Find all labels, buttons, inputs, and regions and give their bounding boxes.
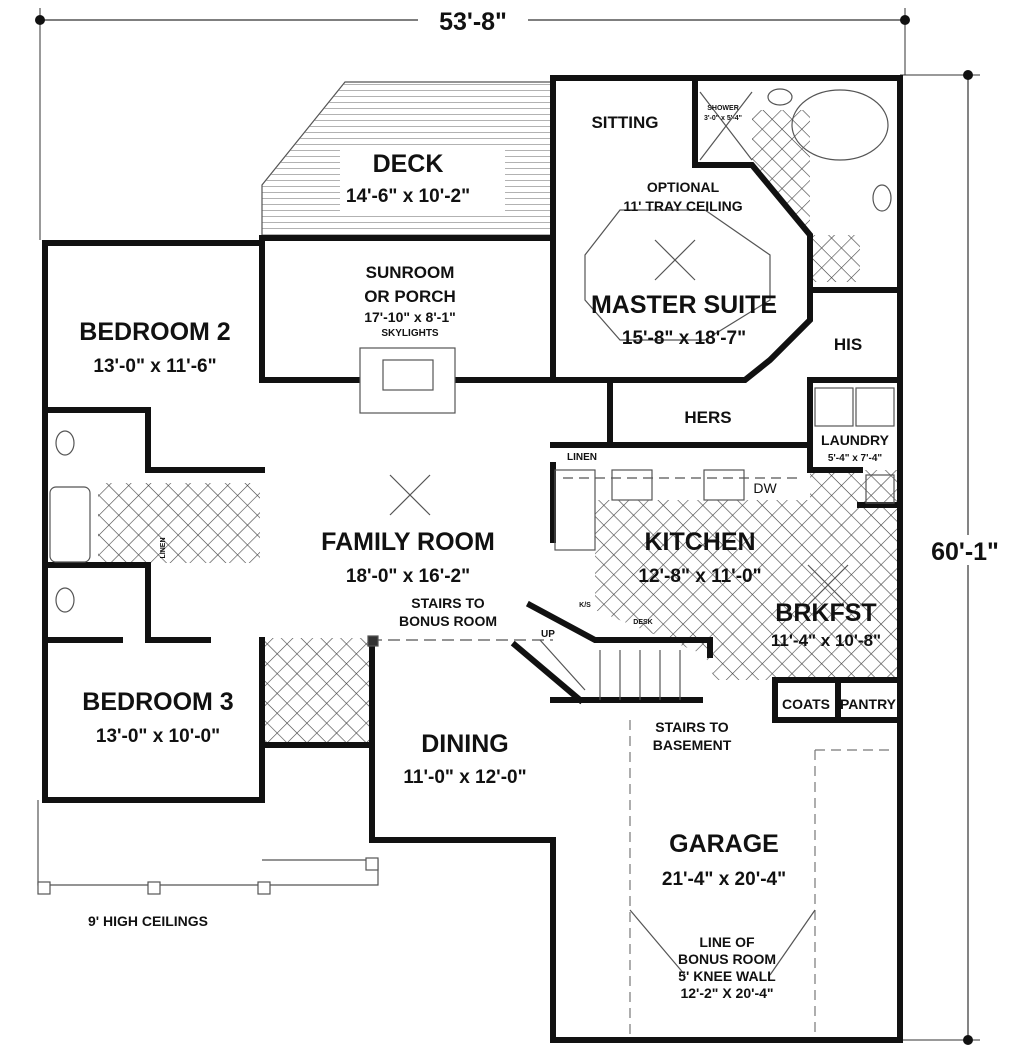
room-labels: DECK 14'-6" x 10'-2" SUNROOM OR PORCH 17… <box>79 105 896 1001</box>
front-porch <box>37 800 379 895</box>
stairs-basement-line-2: BASEMENT <box>653 737 732 753</box>
deck-name: DECK <box>373 150 444 178</box>
bonus-note-4: 12'-2" X 20'-4" <box>680 985 773 1001</box>
family-size: 18'-0" x 16'-2" <box>346 566 470 587</box>
laundry-name: LAUNDRY <box>821 432 890 448</box>
bonus-note-3: 5' KNEE WALL <box>678 968 776 984</box>
bonus-note-2: BONUS ROOM <box>678 951 776 967</box>
stairs-bonus-line-2: BONUS ROOM <box>399 613 497 629</box>
coats-label: COATS <box>782 696 830 712</box>
bedroom3-name: BEDROOM 3 <box>82 688 233 716</box>
bathtub-icon <box>49 486 91 563</box>
width-label: 53'-8" <box>439 8 507 36</box>
hall-linen-label: LINEN <box>567 452 597 463</box>
kitchen-name: KITCHEN <box>644 528 755 556</box>
bedroom2-size: 13'-0" x 11'-6" <box>93 356 216 377</box>
depth-dimension: 60'-1" <box>900 70 1024 1045</box>
ks-label: K/S <box>579 602 591 609</box>
family-name: FAMILY ROOM <box>321 528 495 556</box>
his-name: HIS <box>834 335 862 354</box>
sink-icon <box>872 184 892 212</box>
stove-icon <box>611 469 653 501</box>
sitting-name: SITTING <box>591 113 658 132</box>
hers-name: HERS <box>684 408 731 427</box>
bedroom2-name: BEDROOM 2 <box>79 318 230 346</box>
depth-label: 60'-1" <box>931 538 999 566</box>
master-size: 15'-8" x 18'-7" <box>622 328 746 349</box>
sunroom-note: SKYLIGHTS <box>381 328 439 339</box>
deck-size: 14'-6" x 10'-2" <box>346 186 470 207</box>
fixtures <box>49 88 895 1035</box>
master-name: MASTER SUITE <box>591 291 777 319</box>
sunroom-name-2: OR PORCH <box>364 287 456 306</box>
dining-name: DINING <box>421 730 509 758</box>
bath-linen-label: LINEN <box>160 538 167 559</box>
bathtub-icon <box>791 89 889 161</box>
walls <box>42 75 903 1043</box>
laundry-size: 5'-4" x 7'-4" <box>828 453 883 464</box>
kitchen-size: 12'-8" x 11'-0" <box>638 566 761 587</box>
tray-line-2: 11' TRAY CEILING <box>623 198 742 214</box>
dining-size: 11'-0" x 12'-0" <box>403 767 526 788</box>
brkfst-name: BRKFST <box>775 599 876 627</box>
ceiling-fan-icon <box>807 564 849 606</box>
sink-icon <box>767 88 793 106</box>
ceiling-height-note: 9' HIGH CEILINGS <box>88 913 208 929</box>
shower-size: 3'-0" x 5'-4" <box>704 115 742 122</box>
sunroom-name: SUNROOM <box>366 263 455 282</box>
bedroom3-size: 13'-0" x 10'-0" <box>96 726 220 747</box>
sunroom-size: 17'-10" x 8'-1" <box>364 309 456 325</box>
stairs-icon <box>539 639 681 700</box>
tray-line-1: OPTIONAL <box>647 179 720 195</box>
washer-icon <box>814 387 854 427</box>
garage-size: 21'-4" x 20'-4" <box>662 869 786 890</box>
pantry-label: PANTRY <box>840 696 897 712</box>
desk-label: DESK <box>633 619 652 626</box>
tile-areas <box>98 110 900 744</box>
shower-name: SHOWER <box>707 105 739 112</box>
ceiling-fan-icon <box>654 239 696 281</box>
stairs-up-label: UP <box>541 629 555 640</box>
width-dimension: 53'-8" <box>35 4 910 240</box>
sink-icon <box>55 587 75 613</box>
dryer-icon <box>855 387 895 427</box>
stairs-basement-line-1: STAIRS TO <box>655 719 728 735</box>
stairs-bonus-line-1: STAIRS TO <box>411 595 484 611</box>
sink-icon <box>55 430 75 456</box>
bonus-note-1: LINE OF <box>699 934 755 950</box>
dishwasher-label: DW <box>753 480 777 496</box>
ceiling-fan-icon <box>389 474 431 516</box>
sink-icon <box>703 469 745 501</box>
brkfst-size: 11'-4" x 10'-8" <box>771 631 881 650</box>
garage-name: GARAGE <box>669 830 779 858</box>
